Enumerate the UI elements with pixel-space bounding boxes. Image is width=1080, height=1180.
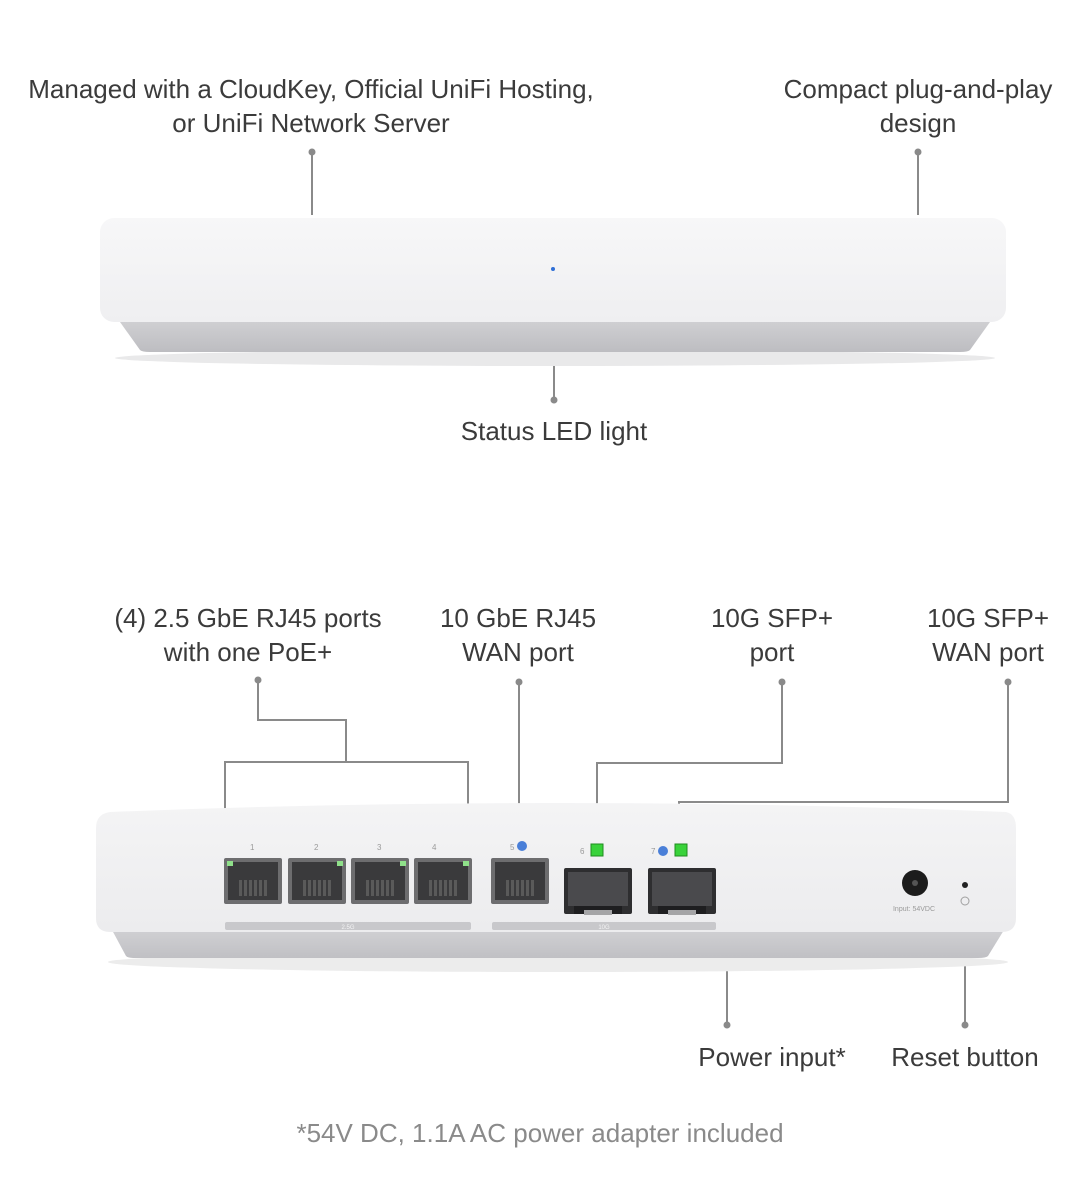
- callout-power-input: Power input*: [698, 1042, 846, 1072]
- device-front-view: [100, 218, 1006, 366]
- rj45-port-1: [224, 858, 282, 904]
- sfp-wan-port-7: [648, 868, 716, 915]
- port-label-4: 4: [432, 843, 437, 852]
- ten-g-group-bar: [492, 922, 716, 930]
- port-label-7: 7: [651, 847, 656, 856]
- footnote: *54V DC, 1.1A AC power adapter included: [296, 1118, 784, 1148]
- rj45-port-2: [288, 858, 346, 904]
- rj45-group-label: 2.5G: [341, 925, 354, 931]
- reset-symbol-icon: [960, 896, 970, 906]
- rj45-port-3: [351, 858, 409, 904]
- rj45-group-bar: [225, 922, 471, 930]
- port-label-5: 5: [510, 843, 515, 852]
- wan-globe-icon-sfp: [658, 846, 668, 856]
- callout-rj45-ports: (4) 2.5 GbE RJ45 ports with one PoE+: [114, 603, 382, 667]
- sfp-port-6: [564, 868, 632, 915]
- sfp-port-7-led: [674, 843, 688, 857]
- port-label-6: 6: [580, 847, 585, 856]
- callout-compact-design: Compact plug-and-play design: [783, 74, 1053, 138]
- sfp-port-6-led: [590, 843, 604, 857]
- port-label-2: 2: [314, 843, 319, 852]
- callout-sfp-port: 10G SFP+ port: [710, 603, 834, 667]
- wan-globe-icon: [517, 841, 527, 851]
- callout-managed: Managed with a CloudKey, Official UniFi …: [28, 74, 594, 138]
- callout-wan-rj45: 10 GbE RJ45 WAN port: [439, 603, 597, 667]
- ten-g-group-label: 10G: [598, 925, 610, 931]
- callout-reset-button: Reset button: [891, 1042, 1039, 1072]
- callout-status-led: Status LED light: [460, 416, 648, 446]
- port-label-1: 1: [250, 843, 255, 852]
- rj45-wan-port-5: [491, 858, 549, 904]
- port-label-3: 3: [377, 843, 382, 852]
- callout-sfp-wan: 10G SFP+ WAN port: [926, 603, 1050, 667]
- rj45-port-4-poe: [414, 858, 472, 904]
- device-rear-view: 1 2 3 4 5 6 7 2.5G 10G Input: 54VDC: [96, 803, 1016, 972]
- power-input-label: Input: 54VDC: [893, 906, 935, 913]
- reset-button-icon: [962, 882, 968, 888]
- status-led-icon: [551, 267, 555, 271]
